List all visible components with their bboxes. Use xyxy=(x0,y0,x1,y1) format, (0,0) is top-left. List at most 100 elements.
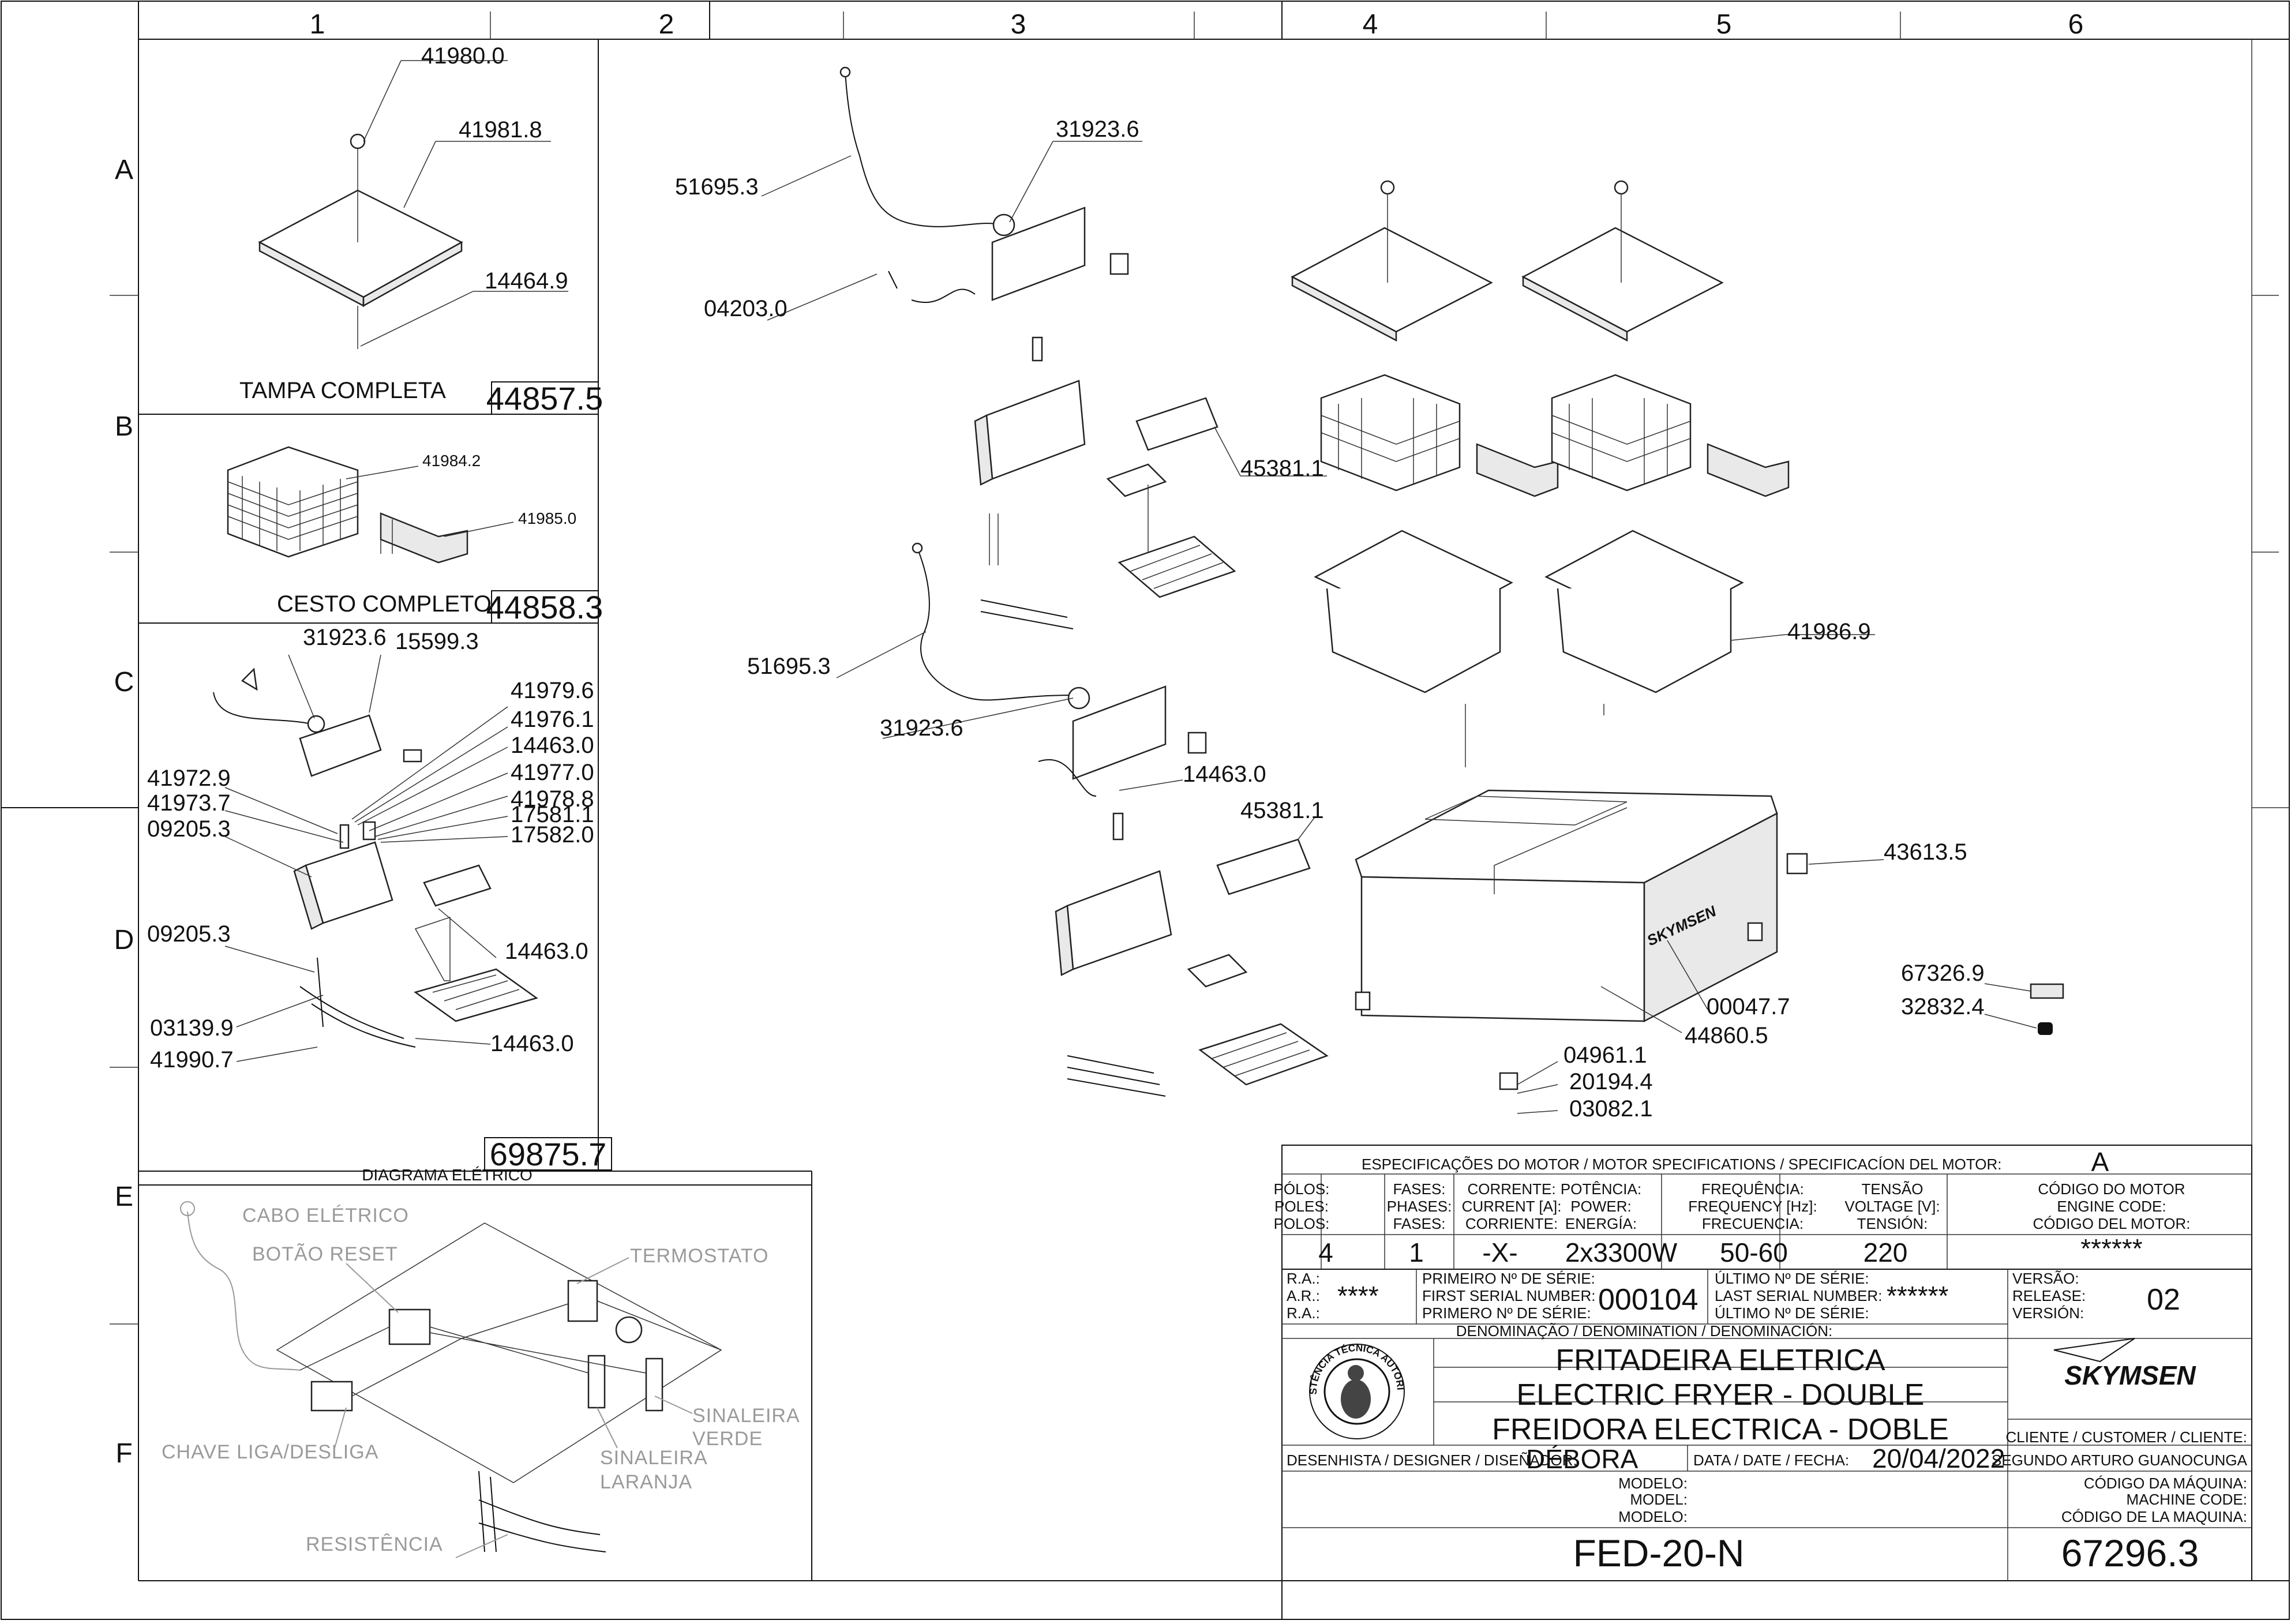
current-h1: CORRENTE: xyxy=(1467,1180,1555,1198)
basket-assembly xyxy=(227,446,514,564)
first-serial-h1: PRIMEIRO Nº DE SÉRIE: xyxy=(1422,1270,1595,1287)
denomination-header: DENOMINAÇÃO / DENOMINATION / DENOMINACIÓ… xyxy=(1456,1322,1832,1340)
machine-code-value: 67296.3 xyxy=(2061,1532,2199,1574)
zone-col-4: 4 xyxy=(1363,9,1378,40)
machine-code-h2: MACHINE CODE: xyxy=(2127,1491,2247,1508)
zone-row-D: D xyxy=(114,925,134,955)
label-32832-4: 32832.4 xyxy=(1901,994,1985,1019)
current-h2: CURRENT [A]: xyxy=(1462,1198,1562,1215)
label-31923-6-a: 31923.6 xyxy=(1056,117,1139,142)
label-c-41976-1: 41976.1 xyxy=(511,707,594,732)
elec-green-label-2: VERDE xyxy=(692,1428,763,1450)
date-label: DATA / DATE / FECHA: xyxy=(1693,1452,1849,1469)
engine-code-h1: CÓDIGO DO MOTOR xyxy=(2038,1180,2185,1198)
last-serial-h1: ÚLTIMO Nº DE SÉRIE: xyxy=(1715,1270,1869,1287)
frequency-value: 50-60 xyxy=(1720,1237,1788,1267)
machine-code-h3: CÓDIGO DE LA MAQUINA: xyxy=(2061,1508,2247,1525)
label-45381-1-b: 45381.1 xyxy=(1240,798,1324,823)
poles-h2: POLES: xyxy=(1274,1198,1329,1215)
engine-code-h3: CÓDIGO DEL MOTOR: xyxy=(2033,1215,2190,1232)
label-c-41972-9: 41972.9 xyxy=(147,766,231,791)
label-41980-0: 41980.0 xyxy=(421,43,505,69)
control-assembly xyxy=(213,667,538,1048)
electrical-diagram xyxy=(180,1201,722,1558)
poles-value: 4 xyxy=(1318,1237,1333,1267)
frequency-h1: FREQUÊNCIA: xyxy=(1701,1180,1804,1198)
label-00047-7: 00047.7 xyxy=(1707,994,1790,1019)
label-43613-5: 43613.5 xyxy=(1884,839,1967,865)
label-c-41973-7: 41973.7 xyxy=(147,790,231,816)
model-h1: MODELO: xyxy=(1618,1475,1688,1492)
client-header: CLIENTE / CUSTOMER / CLIENTE: xyxy=(2006,1428,2247,1446)
label-d-41990-7: 41990.7 xyxy=(150,1047,234,1072)
label-41984-2: 41984.2 xyxy=(422,452,481,470)
left-panel-frame xyxy=(138,39,812,1581)
label-67326-9: 67326.9 xyxy=(1901,961,1985,986)
label-c-41978-8: 41978.8 xyxy=(511,786,594,812)
name-es: FREIDORA ELECTRICA - DOBLE xyxy=(1492,1413,1949,1446)
lid-title: TAMPA COMPLETA xyxy=(239,378,446,403)
label-c-41977-0: 41977.0 xyxy=(511,760,594,785)
last-serial-value: ****** xyxy=(1887,1281,1949,1311)
designer-label: DESENHISTA / DESIGNER / DISEÑADOR: xyxy=(1287,1452,1577,1469)
motor-header: ESPECIFICAÇÕES DO MOTOR / MOTOR SPECIFIC… xyxy=(1362,1156,2001,1173)
zone-row-C: C xyxy=(114,667,134,697)
phases-h3: FASES: xyxy=(1393,1215,1445,1232)
label-20194-4: 20194.4 xyxy=(1569,1069,1653,1094)
current-value: -X- xyxy=(1482,1237,1517,1267)
label-14464-9: 14464.9 xyxy=(485,268,568,294)
last-serial-h2: LAST SERIAL NUMBER: xyxy=(1715,1287,1882,1304)
elec-orange-label-1: SINALEIRA xyxy=(600,1447,708,1469)
version-value: 02 xyxy=(2147,1283,2180,1317)
part-32832-4 xyxy=(2038,1022,2053,1035)
center-assembly-upper xyxy=(839,66,1236,629)
poles-h3: POLOS: xyxy=(1274,1215,1330,1232)
brand-name: SKYMSEN xyxy=(2064,1360,2196,1390)
client-name: SEGUNDO ARTURO GUANOCUNGA xyxy=(1992,1452,2248,1469)
label-41981-8: 41981.8 xyxy=(459,117,542,142)
elec-thermostat-label: TERMOSTATO xyxy=(630,1245,768,1267)
voltage-h3: TENSIÓN: xyxy=(1857,1215,1928,1232)
voltage-value: 220 xyxy=(1863,1237,1908,1267)
label-c-17581-1: 17581.1 xyxy=(511,802,594,827)
right-tanks xyxy=(1314,530,1744,693)
machine-code-h1: CÓDIGO DA MÁQUINA: xyxy=(2084,1475,2247,1492)
zone-row-A: A xyxy=(115,155,133,185)
zone-col-5: 5 xyxy=(1716,9,1732,40)
version-h3: VERSIÓN: xyxy=(2012,1304,2084,1322)
elec-orange-label-2: LARANJA xyxy=(600,1471,692,1493)
first-serial-h3: PRIMERO Nº DE SÉRIE: xyxy=(1422,1304,1591,1322)
name-pt: FRITADEIRA ELETRICA xyxy=(1555,1344,1885,1377)
voltage-h1: TENSÃO xyxy=(1862,1180,1923,1198)
center-leaders xyxy=(761,141,1327,840)
motor-header-value: A xyxy=(2091,1147,2109,1177)
first-serial-value: 000104 xyxy=(1598,1283,1698,1317)
label-44860-5: 44860.5 xyxy=(1685,1023,1768,1048)
phases-h1: FASES: xyxy=(1393,1180,1445,1198)
center-assembly-lower xyxy=(912,542,1329,1097)
control-leaders xyxy=(224,654,508,1062)
column-dividers xyxy=(490,1,1901,1619)
zone-col-1: 1 xyxy=(310,9,325,40)
elec-switch-label: CHAVE LIGA/DESLIGA xyxy=(162,1441,378,1463)
ra-h1: R.A.: xyxy=(1287,1270,1320,1287)
frequency-h2: FREQUENCY [Hz]: xyxy=(1688,1198,1817,1215)
zone-row-F: F xyxy=(115,1438,132,1469)
designer-name: DÉBORA xyxy=(1526,1444,1638,1474)
row-dividers xyxy=(1,295,2289,1325)
ra-value: **** xyxy=(1337,1281,1379,1311)
ra-h2: A.R.: xyxy=(1287,1287,1320,1304)
label-c-09205-3: 09205.3 xyxy=(147,816,231,842)
label-03082-1: 03082.1 xyxy=(1569,1096,1653,1122)
model-value: FED-20-N xyxy=(1573,1532,1744,1574)
elec-green-label-1: SINALEIRA xyxy=(692,1405,800,1427)
brand-logo: SKYMSEN xyxy=(2053,1338,2196,1390)
part-67326-9-plate xyxy=(2030,983,2064,999)
phases-h2: PHASES: xyxy=(1387,1198,1452,1215)
label-c-31923-6: 31923.6 xyxy=(303,625,387,650)
label-04203-0: 04203.0 xyxy=(704,296,788,321)
lid-code: 44857.5 xyxy=(486,380,603,417)
label-41986-9: 41986.9 xyxy=(1787,619,1871,644)
name-en: ELECTRIC FRYER - DOUBLE xyxy=(1517,1378,1925,1412)
